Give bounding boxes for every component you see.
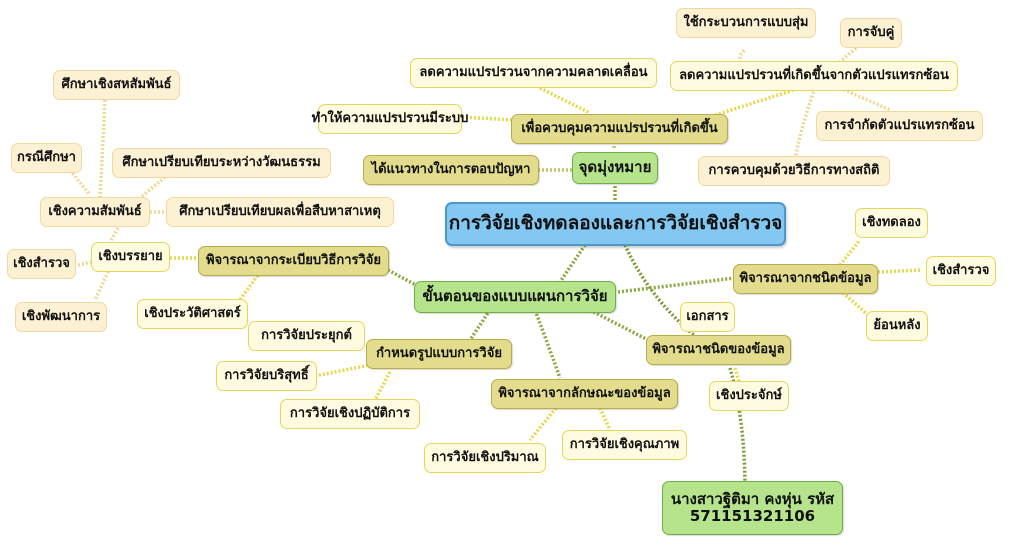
- data-characteristic-node[interactable]: พิจารณาจากลักษณะของข้อมูล: [491, 379, 678, 409]
- error-variance-node[interactable]: ลดความแปรปรวนจากความคลาดเคลื่อน: [410, 58, 657, 88]
- control-variance-node[interactable]: เพื่อควบคุมความแปรปรวนที่เกิดขึ้น: [511, 114, 728, 144]
- correlation-node[interactable]: ศึกษาเชิงสหสัมพันธ์: [53, 70, 180, 100]
- quantitative-node[interactable]: การวิจัยเชิงปริมาณ: [424, 443, 546, 473]
- qualitative-node[interactable]: การวิจัยเชิงคุณภาพ: [562, 430, 687, 460]
- systematic-variance-node[interactable]: ทำให้ความแปรปรวนมีระบบ: [312, 104, 468, 134]
- methodology-node[interactable]: พิจารณาจากระเบียบวิธีการวิจัย: [198, 246, 389, 276]
- causal-comparison-node[interactable]: ศึกษาเปรียบเทียบผลเพื่อสืบหาสาเหตุ: [166, 197, 394, 227]
- empirical-node[interactable]: เชิงประจักษ์: [709, 381, 789, 411]
- pure-research-node[interactable]: การวิจัยบริสุทธิ์: [216, 361, 317, 391]
- historical-node[interactable]: เชิงประวัติศาสตร์: [137, 299, 248, 329]
- relation-node[interactable]: เชิงความสัมพันธ์: [40, 197, 150, 227]
- applied-research-node[interactable]: การวิจัยประยุกต์: [248, 321, 365, 351]
- document-node[interactable]: เอกสาร: [680, 302, 735, 332]
- action-research-node[interactable]: การวิจัยเชิงปฏิบัติการ: [280, 399, 420, 429]
- development-node[interactable]: เชิงพัฒนาการ: [15, 302, 107, 332]
- author-name: นางสาวฐิติมา คงหุ่น รหัส: [670, 489, 835, 508]
- data-kind-node[interactable]: พิจารณาชนิดของข้อมูล: [646, 335, 791, 365]
- survey-type-node[interactable]: เชิงสำรวจ: [926, 256, 996, 286]
- purpose-node[interactable]: จุดมุ่งหมาย: [572, 152, 658, 184]
- descriptive-node[interactable]: เชิงบรรยาย: [91, 242, 170, 272]
- statistic-control-node[interactable]: การควบคุมด้วยวิธีการทางสถิติ: [698, 156, 890, 186]
- research-steps-node[interactable]: ขั้นตอนของแบบแผนการวิจัย: [414, 281, 616, 313]
- survey-desc-node[interactable]: เชิงสำรวจ: [7, 249, 76, 279]
- retrospective-node[interactable]: ย้อนหลัง: [866, 311, 928, 341]
- experimental-node[interactable]: เชิงทดลอง: [855, 208, 928, 238]
- root-node[interactable]: การวิจัยเชิงทดลองและการวิจัยเชิงสำรวจ: [445, 202, 786, 246]
- root-label: การวิจัยเชิงทดลองและการวิจัยเชิงสำรวจ: [448, 212, 783, 235]
- cross-culture-node[interactable]: ศึกษาเปรียบเทียบระหว่างวัฒนธรรม: [112, 148, 331, 178]
- confound-variance-node[interactable]: ลดความแปรปรวนที่เกิดขึ้นจากตัวแปรแทรกซ้อ…: [670, 61, 958, 91]
- research-design-node[interactable]: กำหนดรูปแบบการวิจัย: [366, 339, 512, 369]
- answer-node[interactable]: ได้แนวทางในการตอบปัญหา: [363, 155, 539, 185]
- data-type-node[interactable]: พิจารณาจากชนิดข้อมูล: [733, 264, 878, 294]
- limit-confound-node[interactable]: การจำกัดตัวแปรแทรกซ้อน: [816, 111, 983, 141]
- author-node[interactable]: นางสาวฐิติมา คงหุ่น รหัส 571151321106: [662, 481, 843, 535]
- author-id: 571151321106: [689, 507, 816, 525]
- random-process-node[interactable]: ใช้กระบวนการแบบสุ่ม: [676, 8, 816, 38]
- case-study-node[interactable]: กรณีศึกษา: [11, 143, 82, 173]
- matching-node[interactable]: การจับคู่: [840, 18, 902, 48]
